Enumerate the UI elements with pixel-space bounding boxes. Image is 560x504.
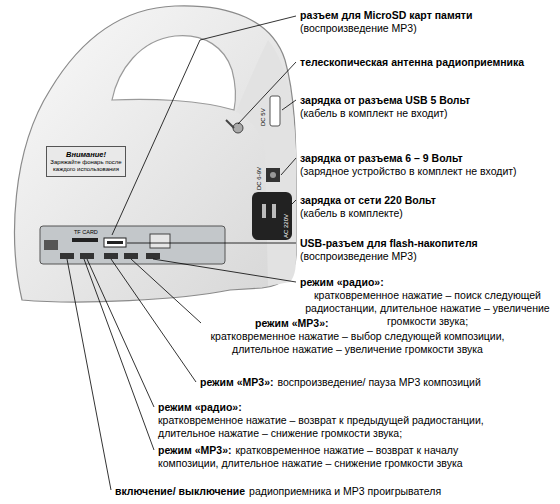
leader-line	[111, 259, 196, 382]
callout-heading: режим «MP3»:	[200, 376, 273, 388]
panel-marking: TF CARD	[74, 229, 98, 235]
sticker-text: Заряжайте фонарь после каждого использов…	[50, 159, 122, 173]
callout: включение/ выключение радиоприемника и MP…	[115, 485, 545, 498]
leader-line	[112, 16, 296, 235]
callout-text: (зарядное устройство в комплект не входи…	[300, 165, 517, 178]
antenna-rod	[226, 120, 234, 128]
usb-port-tongue	[107, 241, 123, 244]
antenna-base	[233, 123, 243, 133]
callout: зарядка от сети 220 Вольт(кабель в компл…	[300, 194, 436, 220]
callout-heading: режим «MP3»:	[205, 317, 510, 330]
dc-jack-pin	[270, 172, 276, 178]
port-marking: AC 220V	[283, 214, 289, 238]
callout: режим «MP3»: воспроизведение/ пауза MP3 к…	[200, 376, 540, 389]
panel-marking: TF CARD	[74, 229, 98, 236]
port-marking: AC 220V	[283, 214, 290, 238]
prev-button	[80, 253, 94, 259]
leader-line	[127, 243, 296, 244]
callout-heading: зарядка от разъема USB 5 Вольт	[300, 94, 470, 107]
usb-charge-port	[270, 96, 280, 126]
vol-button	[146, 253, 160, 259]
callout: режим «MP3»:кратковременное нажатие – во…	[158, 444, 508, 470]
sticker-heading: Внимание!	[50, 150, 122, 159]
callout-heading: USB-разъем для flash-накопителя	[300, 237, 478, 250]
leader-line	[281, 158, 296, 175]
callout: разъем для MicroSD карт памяти(воспроизв…	[300, 9, 472, 35]
callout-text: (воспроизведение MP3)	[300, 250, 478, 263]
callout: USB-разъем для flash-накопителя(воспроиз…	[300, 237, 478, 263]
ac-pin	[272, 204, 276, 218]
port-marking: DC 6-9V	[256, 167, 262, 190]
microsd-slot	[72, 238, 98, 242]
callout-text: кратковременное нажатие – возврат к пред…	[158, 414, 498, 440]
callout: режим «MP3»:кратковременное нажатие – вы…	[205, 317, 510, 356]
callout-heading: режим «MP3»:	[158, 444, 231, 456]
ac-socket	[252, 192, 292, 240]
device-side	[236, 40, 296, 286]
leader-line	[238, 62, 296, 124]
leader-line	[84, 259, 154, 450]
control-panel	[40, 226, 225, 264]
callout-heading: режим «радио»:	[158, 401, 498, 414]
leader-line	[282, 100, 296, 110]
leader-line	[67, 259, 111, 490]
next-button	[124, 253, 138, 259]
callout-text: (кабель в комплект не входит)	[300, 107, 470, 120]
callout-text: кратковременное нажатие – выбор следующе…	[205, 330, 510, 356]
callout-heading: включение/ выключение	[115, 485, 245, 497]
callout: режим «радио»:кратковременное нажатие – …	[158, 401, 498, 440]
callout-heading: режим «радио»:	[300, 276, 555, 289]
port-marking: DC 5V	[260, 108, 266, 126]
callout-text: (кабель в комплекте)	[300, 207, 436, 220]
callout-text: кратковременное нажатие – поиск следующе…	[300, 289, 555, 328]
callout-heading: разъем для MicroSD карт памяти	[300, 9, 472, 22]
callout-text: радиоприемника и MP3 проигрывателя	[249, 485, 441, 497]
callout-heading: зарядка от сети 220 Вольт	[300, 194, 436, 207]
usb-port	[104, 238, 126, 247]
warning-sticker: Внимание!Заряжайте фонарь после каждого …	[46, 146, 126, 177]
callout-heading: телескопическая антенна радиоприемника	[300, 56, 524, 69]
callout: телескопическая антенна радиоприемника	[300, 56, 524, 69]
callout: зарядка от разъема USB 5 Вольт(кабель в …	[300, 94, 470, 120]
leader-line	[292, 200, 296, 204]
callout: режим «радио»:кратковременное нажатие – …	[300, 276, 555, 328]
port-marking: DC 5V	[260, 108, 267, 126]
callout-text: (воспроизведение MP3)	[300, 22, 472, 35]
power-button	[60, 253, 74, 259]
panel-icon	[44, 240, 58, 250]
port-marking: DC 6-9V	[256, 167, 263, 190]
play-button	[104, 253, 118, 259]
leader-line	[131, 259, 201, 323]
dc-jack	[266, 168, 280, 182]
callout: зарядка от разъема 6 – 9 Вольт(зарядное …	[300, 152, 517, 178]
leader-line	[153, 259, 296, 282]
callout-text: воспроизведение/ пауза MP3 композиций	[277, 376, 480, 388]
ac-pin	[262, 204, 266, 218]
device-body	[15, 6, 296, 302]
leader-line	[87, 259, 154, 407]
callout-heading: зарядка от разъема 6 – 9 Вольт	[300, 152, 517, 165]
mp3-display	[150, 234, 170, 248]
